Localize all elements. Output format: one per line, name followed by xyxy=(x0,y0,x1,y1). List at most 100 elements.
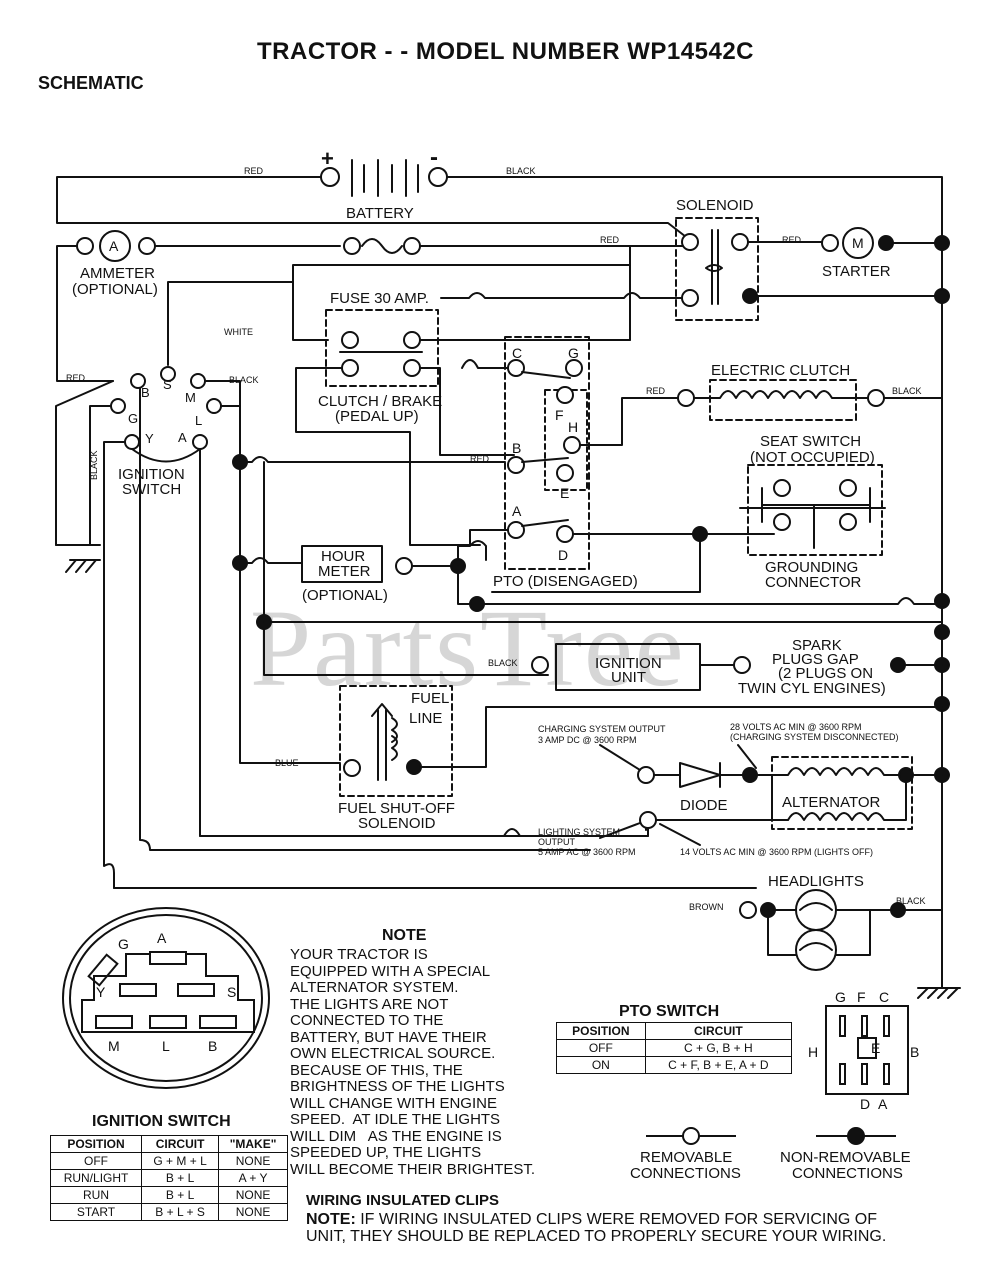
pto-face-letter-a: A xyxy=(878,1096,888,1112)
table-cell: NONE xyxy=(218,1186,288,1204)
wire-label-red-solenoid: RED xyxy=(600,235,620,245)
headlight-lower xyxy=(795,929,837,971)
clips-note-label: NOTE: xyxy=(306,1211,356,1228)
hour-meter-sub-label: METER xyxy=(318,563,371,580)
page-title: TRACTOR - - MODEL NUMBER WP14542C xyxy=(257,38,754,65)
ammeter-label: AMMETER xyxy=(80,265,155,282)
table-row: OFF C + G, B + H xyxy=(556,1039,793,1057)
ammeter-symbol xyxy=(99,230,131,262)
table-cell: G + M + L xyxy=(141,1152,220,1170)
table-cell: ON xyxy=(556,1056,646,1074)
fuel-solenoid-label: FUEL SHUT-OFF xyxy=(338,800,455,817)
diode-label: DIODE xyxy=(680,797,728,814)
ignition-switch-sub-label: SWITCH xyxy=(122,481,182,498)
wire-label-red-ign: RED xyxy=(66,373,86,383)
solenoid-label: SOLENOID xyxy=(676,197,754,214)
pto-terminal-b: B xyxy=(512,440,522,456)
volts-14-label: 14 VOLTS AC MIN @ 3600 RPM (LIGHTS OFF) xyxy=(680,847,874,857)
pto-face-letter-d: D xyxy=(860,1096,871,1112)
fuse-label: FUSE 30 AMP. xyxy=(330,290,429,307)
connections-legend xyxy=(646,1127,896,1145)
electric-clutch-label: ELECTRIC CLUTCH xyxy=(711,362,851,379)
pto-face-letter-b: B xyxy=(910,1044,920,1060)
ignition-switch-label: IGNITION xyxy=(118,466,185,483)
table-cell: OFF xyxy=(556,1039,646,1057)
wire-label-black-battery: BLACK xyxy=(506,166,536,176)
table-row: OFF G + M + L NONE xyxy=(49,1152,288,1170)
legend-removable-sub: CONNECTIONS xyxy=(630,1165,741,1182)
wire-label-red-clutch: RED xyxy=(646,386,666,396)
wire-label-red-starter: RED xyxy=(782,235,802,245)
fuel-line-sub-label: LINE xyxy=(409,710,443,727)
pto-switch-table: POSITION CIRCUIT OFF C + G, B + H ON C +… xyxy=(556,1022,793,1074)
battery-plus-label: + xyxy=(321,146,334,171)
ign-face-letter-y: Y xyxy=(96,984,106,1000)
ign-face-letter-a: A xyxy=(157,930,167,946)
pto-switch-face-diagram xyxy=(825,1005,909,1095)
lighting-output-label: LIGHTING SYSTEM xyxy=(538,827,621,837)
ign-terminal-y: Y xyxy=(145,431,154,446)
pto-switch-box xyxy=(504,336,590,570)
table-cell: A + Y xyxy=(218,1169,288,1187)
legend-removable: REMOVABLE xyxy=(640,1149,733,1166)
non-removable-connection-symbol xyxy=(847,1127,865,1145)
clutch-brake-label: CLUTCH / BRAKE xyxy=(318,393,443,410)
pto-terminal-h: H xyxy=(568,419,579,435)
ign-terminal-m: M xyxy=(185,390,196,405)
spark-plugs-label-2: PLUGS GAP xyxy=(772,651,859,668)
seat-switch-sub-label: (NOT OCCUPIED) xyxy=(750,449,875,466)
pto-table-title: PTO SWITCH xyxy=(619,1003,720,1020)
pto-label: PTO (DISENGAGED) xyxy=(493,573,638,590)
table-header: CIRCUIT xyxy=(644,1022,793,1040)
table-header-row: POSITION CIRCUIT "MAKE" xyxy=(49,1135,288,1153)
ignition-unit-box xyxy=(555,643,701,691)
clips-note-text: IF WIRING INSULATED CLIPS WERE REMOVED F… xyxy=(306,1211,887,1245)
battery-minus-label: - xyxy=(430,144,438,171)
battery-label: BATTERY xyxy=(346,205,414,222)
table-header: POSITION xyxy=(556,1022,646,1040)
removable-connection-symbol xyxy=(682,1127,700,1145)
table-header: "MAKE" xyxy=(218,1135,288,1153)
seat-switch-box xyxy=(747,464,883,556)
ignition-unit-label: IGNITION xyxy=(595,655,662,672)
wire-label-black-ign: BLACK xyxy=(229,375,259,385)
ign-terminal-b: B xyxy=(141,385,150,400)
ammeter-optional-label: (OPTIONAL) xyxy=(72,281,158,298)
table-row: START B + L + S NONE xyxy=(49,1203,288,1221)
table-row: RUN/LIGHT B + L A + Y xyxy=(49,1169,288,1187)
clips-title: WIRING INSULATED CLIPS xyxy=(306,1192,500,1209)
ignition-table-title: IGNITION SWITCH xyxy=(92,1113,231,1130)
hour-meter-optional-label: (OPTIONAL) xyxy=(302,587,388,604)
watermark: PartsTree xyxy=(250,587,686,709)
wire-label-blue: BLUE xyxy=(275,758,299,768)
solenoid-box xyxy=(675,217,759,321)
volts-28-sub-label: (CHARGING SYSTEM DISCONNECTED) xyxy=(730,732,899,742)
ign-face-letter-s: S xyxy=(227,984,237,1000)
clips-note: NOTE: IF WIRING INSULATED CLIPS WERE REM… xyxy=(306,1211,886,1245)
wire-label-black-clutch: BLACK xyxy=(892,386,922,396)
pto-terminal-a: A xyxy=(512,503,522,519)
spark-plugs-label-1: SPARK xyxy=(792,637,842,654)
pto-terminal-e: E xyxy=(560,485,570,501)
wire-label-white: WHITE xyxy=(224,327,253,337)
headlight-upper xyxy=(795,889,837,931)
pto-face-letter-e: E xyxy=(871,1040,881,1056)
starter-symbol xyxy=(842,227,874,259)
table-cell: RUN/LIGHT xyxy=(49,1169,143,1187)
volts-28-label: 28 VOLTS AC MIN @ 3600 RPM xyxy=(730,722,862,732)
clutch-brake-sub-label: (PEDAL UP) xyxy=(335,408,419,425)
starter-label: STARTER xyxy=(822,263,891,280)
table-cell: C + G, B + H xyxy=(644,1039,793,1057)
lighting-output-sub-label: OUTPUT xyxy=(538,837,575,847)
note-title: NOTE xyxy=(382,927,427,944)
ign-terminal-a: A xyxy=(178,430,187,445)
ign-terminal-g: G xyxy=(128,411,139,426)
lighting-output-rating: 5 AMP AC @ 3600 RPM xyxy=(538,847,636,857)
pto-terminal-f: F xyxy=(555,407,564,423)
note-body: YOUR TRACTOR IS EQUIPPED WITH A SPECIAL … xyxy=(290,946,536,1178)
ign-terminal-l: L xyxy=(195,413,203,428)
battery-symbol xyxy=(351,159,419,197)
electric-clutch-box xyxy=(709,379,857,421)
seat-switch-label: SEAT SWITCH xyxy=(760,433,862,450)
